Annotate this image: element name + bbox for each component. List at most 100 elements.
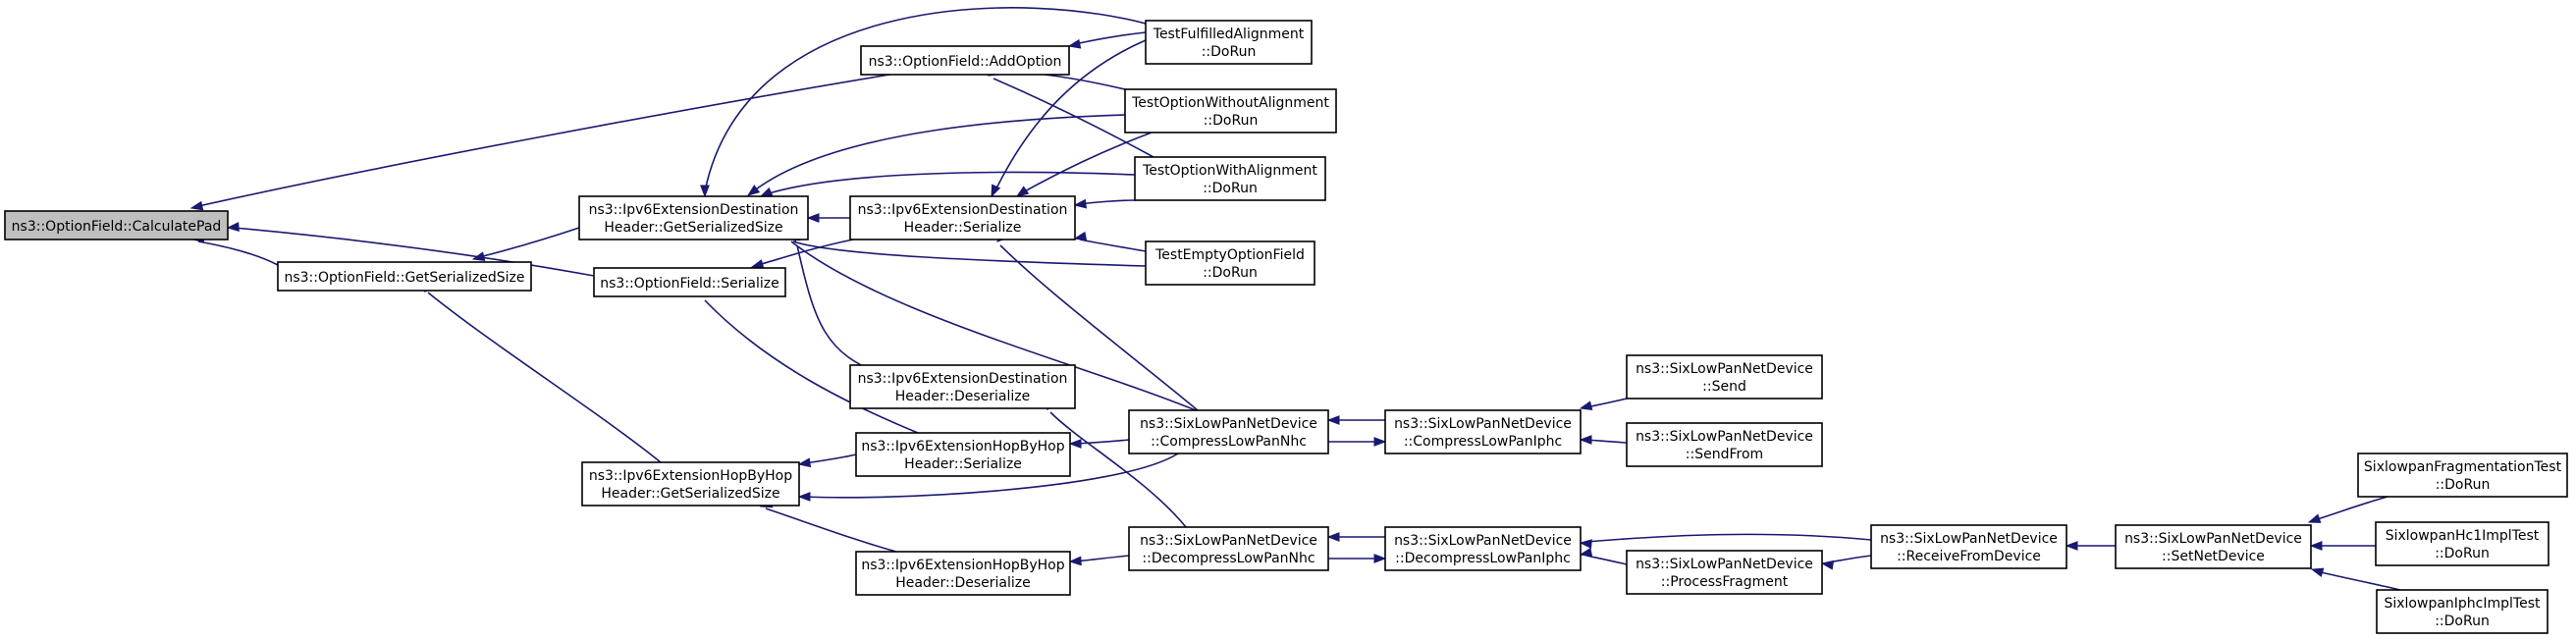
node-receivefromdevice[interactable]: ns3::SixLowPanNetDevice ::ReceiveFromDev…: [1870, 524, 2067, 569]
arrowhead: [1067, 38, 1082, 49]
node-label-1: ns3::Ipv6ExtensionDestination: [589, 202, 799, 218]
call-edge: [471, 227, 580, 261]
arrowhead: [2309, 541, 2323, 551]
node-send[interactable]: ns3::SixLowPanNetDevice ::Send: [1626, 354, 1823, 400]
node-test-empty[interactable]: TestEmptyOptionField ::DoRun: [1145, 240, 1315, 286]
call-edge: [806, 213, 850, 223]
node-compress-nhc[interactable]: ns3::SixLowPanNetDevice ::CompressLowPan…: [1128, 409, 1329, 454]
call-edge: [1328, 554, 1387, 563]
node-sendfrom[interactable]: ns3::SixLowPanNetDevice ::SendFrom: [1626, 422, 1823, 467]
node-label-1: ns3::SixLowPanNetDevice: [1636, 361, 1813, 377]
call-edge: [701, 285, 919, 434]
node-label-1: ns3::Ipv6ExtensionHopByHop: [861, 439, 1064, 454]
edge-line: [704, 7, 1154, 192]
call-edge: [2310, 567, 2401, 591]
edge-line: [1020, 132, 1153, 194]
node-addoption[interactable]: ns3::OptionField::AddOption: [860, 45, 1070, 76]
node-compress-iphc[interactable]: ns3::SixLowPanNetDevice ::CompressLowPan…: [1384, 409, 1582, 454]
call-edge: [189, 73, 896, 211]
arrowhead: [226, 222, 240, 232]
node-ipv6dest-getsize[interactable]: ns3::Ipv6ExtensionDestination Header::Ge…: [578, 195, 809, 240]
node-label-2: ::DoRun: [2435, 613, 2490, 629]
node-label-2: Header::GetSerializedSize: [604, 220, 782, 236]
call-edge: [1015, 132, 1153, 197]
node-test-frag[interactable]: SixlowpanFragmentationTest ::DoRun: [2357, 453, 2568, 498]
node-setnetdevice[interactable]: ns3::SixLowPanNetDevice ::SetNetDevice: [2115, 524, 2312, 569]
call-edge: [1073, 231, 1147, 252]
node-label-1: ns3::Ipv6ExtensionDestination: [858, 371, 1068, 387]
edge-line: [704, 299, 919, 434]
arrowhead: [746, 185, 761, 196]
call-edge: [1579, 547, 1628, 565]
node-label-2: ::SetNetDevice: [2162, 549, 2265, 564]
edge-line: [757, 239, 854, 266]
node-ipv6dest-serialize[interactable]: ns3::Ipv6ExtensionDestination Header::Se…: [849, 195, 1076, 240]
call-edge: [1068, 439, 1130, 449]
edge-line: [1074, 555, 1130, 562]
edge-line: [197, 240, 279, 266]
node-label-1: ns3::SixLowPanNetDevice: [1394, 416, 1572, 432]
call-edge: [1326, 532, 1385, 542]
node-label-1: SixlowpanIphcImplTest: [2384, 596, 2541, 612]
edge-line: [1044, 74, 1126, 90]
node-label-2: Header::Deserialize: [895, 389, 1030, 404]
node-ipv6dest-deserialize[interactable]: ns3::Ipv6ExtensionDestination Header::De…: [849, 364, 1076, 409]
arrowhead: [2310, 567, 2325, 578]
node-label-1: ns3::Ipv6ExtensionHopByHop: [589, 468, 792, 484]
edge-line: [792, 240, 1147, 267]
node-label-2: ::DoRun: [1203, 181, 1258, 196]
call-edge: [226, 222, 595, 277]
node-decompress-nhc[interactable]: ns3::SixLowPanNetDevice ::DecompressLowP…: [1128, 526, 1329, 571]
arrowhead: [1820, 560, 1835, 570]
edges: [189, 7, 2401, 591]
edge-line: [993, 39, 1147, 193]
arrowhead: [1579, 435, 1592, 445]
edge-line: [765, 507, 897, 553]
node-label: ns3::OptionField::CalculatePad: [12, 219, 222, 235]
node-label-2: ::Send: [1702, 379, 1746, 395]
node-ipv6hop-deserialize[interactable]: ns3::Ipv6ExtensionHopByHop Header::Deser…: [855, 551, 1071, 596]
edge-line: [1827, 555, 1872, 563]
node-label-1: TestEmptyOptionField: [1154, 247, 1305, 263]
call-edge: [1073, 198, 1136, 209]
call-edge: [424, 280, 662, 463]
node-label-2: ::DecompressLowPanIphc: [1395, 551, 1571, 566]
arrowhead: [1579, 539, 1592, 550]
arrowhead: [1068, 556, 1082, 566]
edge-line: [1079, 239, 1147, 252]
edge-line: [427, 292, 662, 463]
node-label: ns3::OptionField::Serialize: [600, 276, 778, 292]
node-test-fulfilled[interactable]: TestFulfilledAlignment ::DoRun: [1145, 20, 1313, 65]
edge-line: [1585, 439, 1628, 444]
edge-line: [193, 73, 896, 208]
call-edge: [2065, 541, 2116, 551]
node-ipv6hop-getsize[interactable]: ns3::Ipv6ExtensionHopByHop Header::GetSe…: [581, 461, 800, 507]
call-edge: [797, 453, 1179, 502]
node-processfragment[interactable]: ns3::SixLowPanNetDevice ::ProcessFragmen…: [1626, 550, 1823, 595]
node-label-2: ::CompressLowPanNhc: [1151, 434, 1307, 450]
node-getserializedsize[interactable]: ns3::OptionField::GetSerializedSize: [277, 261, 532, 292]
node-test-hc1[interactable]: SixlowpanHc1ImplTest ::DoRun: [2375, 521, 2549, 566]
node-label: ns3::OptionField::GetSerializedSize: [284, 270, 524, 286]
node-label-2: ::DoRun: [1203, 265, 1258, 281]
call-edge: [1326, 415, 1385, 425]
node-serialize[interactable]: ns3::OptionField::Serialize: [593, 267, 786, 297]
arrowhead: [2307, 513, 2322, 523]
edge-line: [478, 227, 580, 258]
call-edge: [1579, 398, 1628, 410]
call-edge: [991, 39, 1147, 198]
node-label-1: ns3::SixLowPanNetDevice: [1636, 429, 1813, 445]
node-label-1: ns3::SixLowPanNetDevice: [2124, 531, 2302, 547]
arrowhead: [797, 457, 812, 468]
node-label-2: ::CompressLowPanIphc: [1404, 434, 1562, 450]
node-test-without[interactable]: TestOptionWithoutAlignment ::DoRun: [1124, 88, 1337, 133]
node-test-with[interactable]: TestOptionWithAlignment ::DoRun: [1134, 156, 1326, 201]
call-edge: [1067, 31, 1147, 49]
node-test-iphc[interactable]: SixlowpanIphcImplTest ::DoRun: [2376, 589, 2549, 634]
node-decompress-iphc[interactable]: ns3::SixLowPanNetDevice ::DecompressLowP…: [1384, 526, 1582, 571]
edge-line: [233, 227, 595, 277]
arrowhead: [1068, 439, 1082, 449]
node-label-1: TestOptionWithAlignment: [1142, 163, 1317, 179]
node-ipv6hop-serialize[interactable]: ns3::Ipv6ExtensionHopByHop Header::Seria…: [855, 432, 1071, 477]
